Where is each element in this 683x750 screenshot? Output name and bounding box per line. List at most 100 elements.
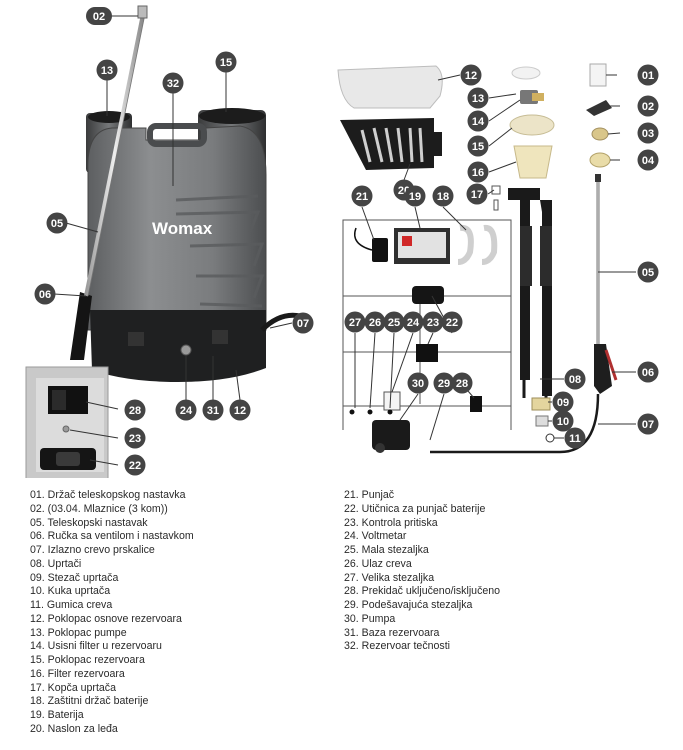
svg-text:13: 13 — [472, 93, 484, 105]
svg-text:25: 25 — [388, 317, 400, 329]
charger-part — [354, 227, 388, 262]
callout-10: 10 — [552, 410, 574, 432]
svg-text:23: 23 — [427, 317, 439, 329]
svg-text:03: 03 — [642, 128, 654, 140]
callout-25: 25 — [383, 311, 405, 333]
callout-12-part: 12 — [460, 64, 482, 86]
svg-text:12: 12 — [234, 405, 246, 417]
legend-item: 23. Kontrola pritiska — [344, 516, 438, 529]
legend-item: 25. Mala stezaljka — [344, 544, 429, 556]
legend-item: 16. Filter rezervoara — [30, 667, 125, 680]
callout-22-part: 22 — [441, 311, 463, 333]
callout-11: 11 — [564, 427, 586, 449]
svg-text:18: 18 — [437, 191, 449, 203]
control-panel-inset — [25, 366, 109, 478]
tank-filter-part — [513, 145, 553, 179]
legend-item: 10. Kuka uprtača — [30, 585, 111, 598]
callout-22-inset: 22 — [124, 454, 146, 476]
svg-text:06: 06 — [642, 367, 654, 379]
svg-text:04: 04 — [642, 155, 655, 167]
legend-item: 24. Voltmetar — [344, 530, 407, 543]
handle — [70, 292, 92, 360]
svg-text:31: 31 — [207, 405, 219, 417]
base-cover-part — [337, 65, 443, 109]
callout-19: 19 — [404, 185, 426, 207]
svg-text:23: 23 — [129, 433, 141, 445]
legend-item: 29. Podešavajuća stezaljka — [344, 599, 473, 611]
svg-text:24: 24 — [180, 405, 193, 417]
strap-buckle-part — [531, 397, 551, 411]
legend-item: 13. Poklopac pumpe — [30, 626, 127, 639]
strap-clip-part — [491, 185, 501, 195]
legend-item: 27. Velika stezaljka — [344, 571, 435, 584]
svg-text:10: 10 — [557, 416, 569, 428]
callout-28-inset: 28 — [124, 399, 146, 421]
callout-12: 12 — [229, 399, 251, 421]
nozzle-part — [586, 100, 612, 116]
shoulder-straps-part — [508, 188, 552, 398]
legend-item: 31. Baza rezervoara — [344, 626, 440, 639]
voltmeter-part — [383, 391, 401, 411]
callout-15-part: 15 — [467, 135, 489, 157]
switch-part — [470, 396, 482, 412]
legend-item: 26. Ulaz creva — [344, 557, 412, 570]
svg-text:13: 13 — [101, 65, 113, 77]
callout-08: 08 — [564, 368, 586, 390]
legend-item: 20. Naslon za leđa — [30, 722, 118, 735]
legend-item: 01. Držač teleskopskog nastavka — [30, 489, 186, 501]
svg-text:21: 21 — [356, 191, 368, 203]
tank-base — [90, 310, 266, 382]
callout-09: 09 — [552, 391, 574, 413]
callout-26: 26 — [364, 311, 386, 333]
callout-06-part: 06 — [637, 361, 659, 383]
callout-01: 01 — [637, 64, 659, 86]
svg-text:07: 07 — [642, 419, 654, 431]
callout-04: 04 — [637, 149, 659, 171]
svg-text:22: 22 — [446, 317, 458, 329]
charger-socket-part — [412, 286, 444, 304]
pressure-control-part — [416, 344, 438, 362]
svg-text:09: 09 — [557, 397, 569, 409]
svg-text:30: 30 — [412, 378, 424, 390]
svg-text:15: 15 — [472, 141, 484, 153]
legend-item: 14. Usisni filter u rezervoaru — [30, 640, 162, 653]
legend-item: 22. Utičnica za punjač baterije — [344, 502, 486, 515]
liquid-tank — [87, 125, 267, 331]
callout-27: 27 — [344, 311, 366, 333]
callout-02-part: 02 — [637, 95, 659, 117]
svg-text:28: 28 — [456, 378, 468, 390]
svg-text:07: 07 — [297, 318, 309, 330]
callouts: 02 13 32 15 05 06 07 28 23 22 24 31 12 1… — [34, 7, 659, 476]
callout-05: 05 — [46, 212, 68, 234]
svg-text:29: 29 — [438, 378, 450, 390]
svg-text:17: 17 — [471, 189, 483, 201]
callout-15: 15 — [215, 51, 237, 73]
svg-text:11: 11 — [569, 433, 581, 445]
back-rest-part — [340, 118, 442, 170]
callout-31: 31 — [202, 399, 224, 421]
callout-23-inset: 23 — [124, 427, 146, 449]
svg-text:15: 15 — [220, 57, 232, 69]
nozzle-part-3 — [591, 127, 609, 141]
callout-29: 29 — [433, 372, 455, 394]
svg-text:22: 22 — [129, 460, 141, 472]
callout-07-part: 07 — [637, 413, 659, 435]
callout-24-part: 24 — [402, 311, 424, 333]
svg-text:26: 26 — [369, 317, 381, 329]
callout-07: 07 — [292, 312, 314, 334]
exploded-parts — [337, 63, 618, 454]
pressure-knob — [62, 425, 70, 433]
legend-item: 17. Kopča uprtača — [30, 681, 116, 694]
svg-text:27: 27 — [349, 317, 361, 329]
callout-30: 30 — [407, 372, 429, 394]
svg-text:12: 12 — [465, 70, 477, 82]
legend-item: 09. Stezač uprtača — [30, 571, 119, 584]
callout-14: 14 — [467, 110, 489, 132]
clamps — [349, 409, 393, 415]
battery-part — [394, 228, 450, 264]
callout-13: 13 — [96, 59, 118, 81]
legend-item: 07. Izlazno crevo prskalice — [30, 544, 155, 556]
strap-hook-part — [535, 415, 549, 427]
